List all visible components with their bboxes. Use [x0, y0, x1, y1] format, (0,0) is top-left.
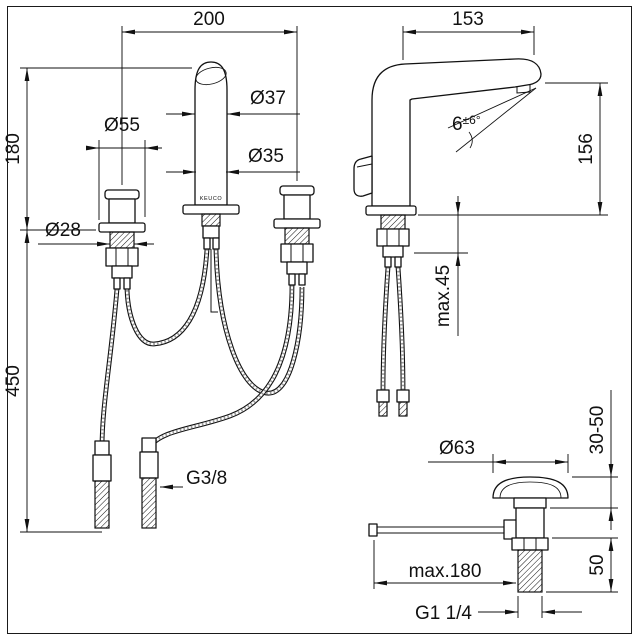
plug-dome	[492, 476, 569, 499]
spout-front: KEUCO	[182, 61, 240, 250]
spout-top-face	[195, 66, 227, 86]
side-mounting-nut	[376, 228, 410, 247]
dim-handle-dia: Ø55	[104, 115, 140, 136]
right-mounting-nut	[280, 243, 314, 263]
dim-rod-length: max.180	[409, 561, 482, 582]
side-hoses	[380, 266, 406, 391]
dim-450: 450	[3, 365, 24, 397]
dim-lower-height: 50	[587, 554, 608, 575]
dim-156: 156	[576, 133, 597, 165]
side-shank-thread	[380, 214, 406, 230]
front-hoses	[99, 248, 305, 450]
dim-shank-dia: Ø28	[45, 220, 81, 241]
pop-up-rod	[210, 249, 218, 313]
left-supply-thread	[94, 480, 110, 529]
side-escutcheon	[365, 205, 417, 216]
drain-dimensions: Ø63 30-50 50 max.180 G1 1/4	[373, 390, 618, 624]
supply-connectors	[92, 437, 159, 529]
dim-spout-dia-lower: Ø35	[248, 146, 284, 167]
drain-assembly: Ø63 30-50 50 max.180 G1 1/4	[368, 390, 618, 624]
label-supply-thread: G3/8	[186, 468, 227, 489]
drain-rod	[368, 519, 519, 540]
dim-200: 200	[193, 9, 225, 30]
right-handle	[273, 185, 321, 286]
front-view: KEUCO	[3, 9, 321, 533]
side-view: 153 6±6° 156 max.45	[353, 9, 608, 417]
lever-handle	[353, 155, 373, 197]
dim-plug-dia: Ø63	[439, 438, 475, 459]
label-outlet-thread: G1 1/4	[415, 603, 472, 624]
dim-clamp-range: 30-50	[587, 406, 608, 455]
label-angle: 6±6°	[452, 113, 481, 135]
dim-153: 153	[452, 9, 484, 30]
spout-shank-thread	[201, 213, 221, 227]
left-mounting-nut	[105, 247, 139, 267]
front-dimensions: 200 180 450 Ø55 Ø37 Ø35	[3, 9, 300, 533]
dim-180: 180	[3, 133, 24, 165]
drain-nut	[511, 537, 549, 551]
brand-label: KEUCO	[200, 196, 223, 202]
left-shank-thread	[109, 231, 135, 249]
spout-escutcheon	[182, 204, 240, 215]
right-supply-thread	[141, 477, 157, 529]
dim-spout-dia-upper: Ø37	[250, 88, 286, 109]
side-dimensions: 153 6±6° 156 max.45	[402, 9, 608, 336]
dim-max-deck: max.45	[433, 265, 454, 327]
spout-outlet	[516, 85, 531, 94]
right-shank-thread	[284, 227, 310, 245]
spout-side	[353, 58, 542, 417]
spout-connector	[202, 225, 220, 239]
pop-up-waste	[492, 476, 569, 593]
drain-outlet-thread	[517, 549, 543, 593]
left-handle	[98, 189, 146, 290]
